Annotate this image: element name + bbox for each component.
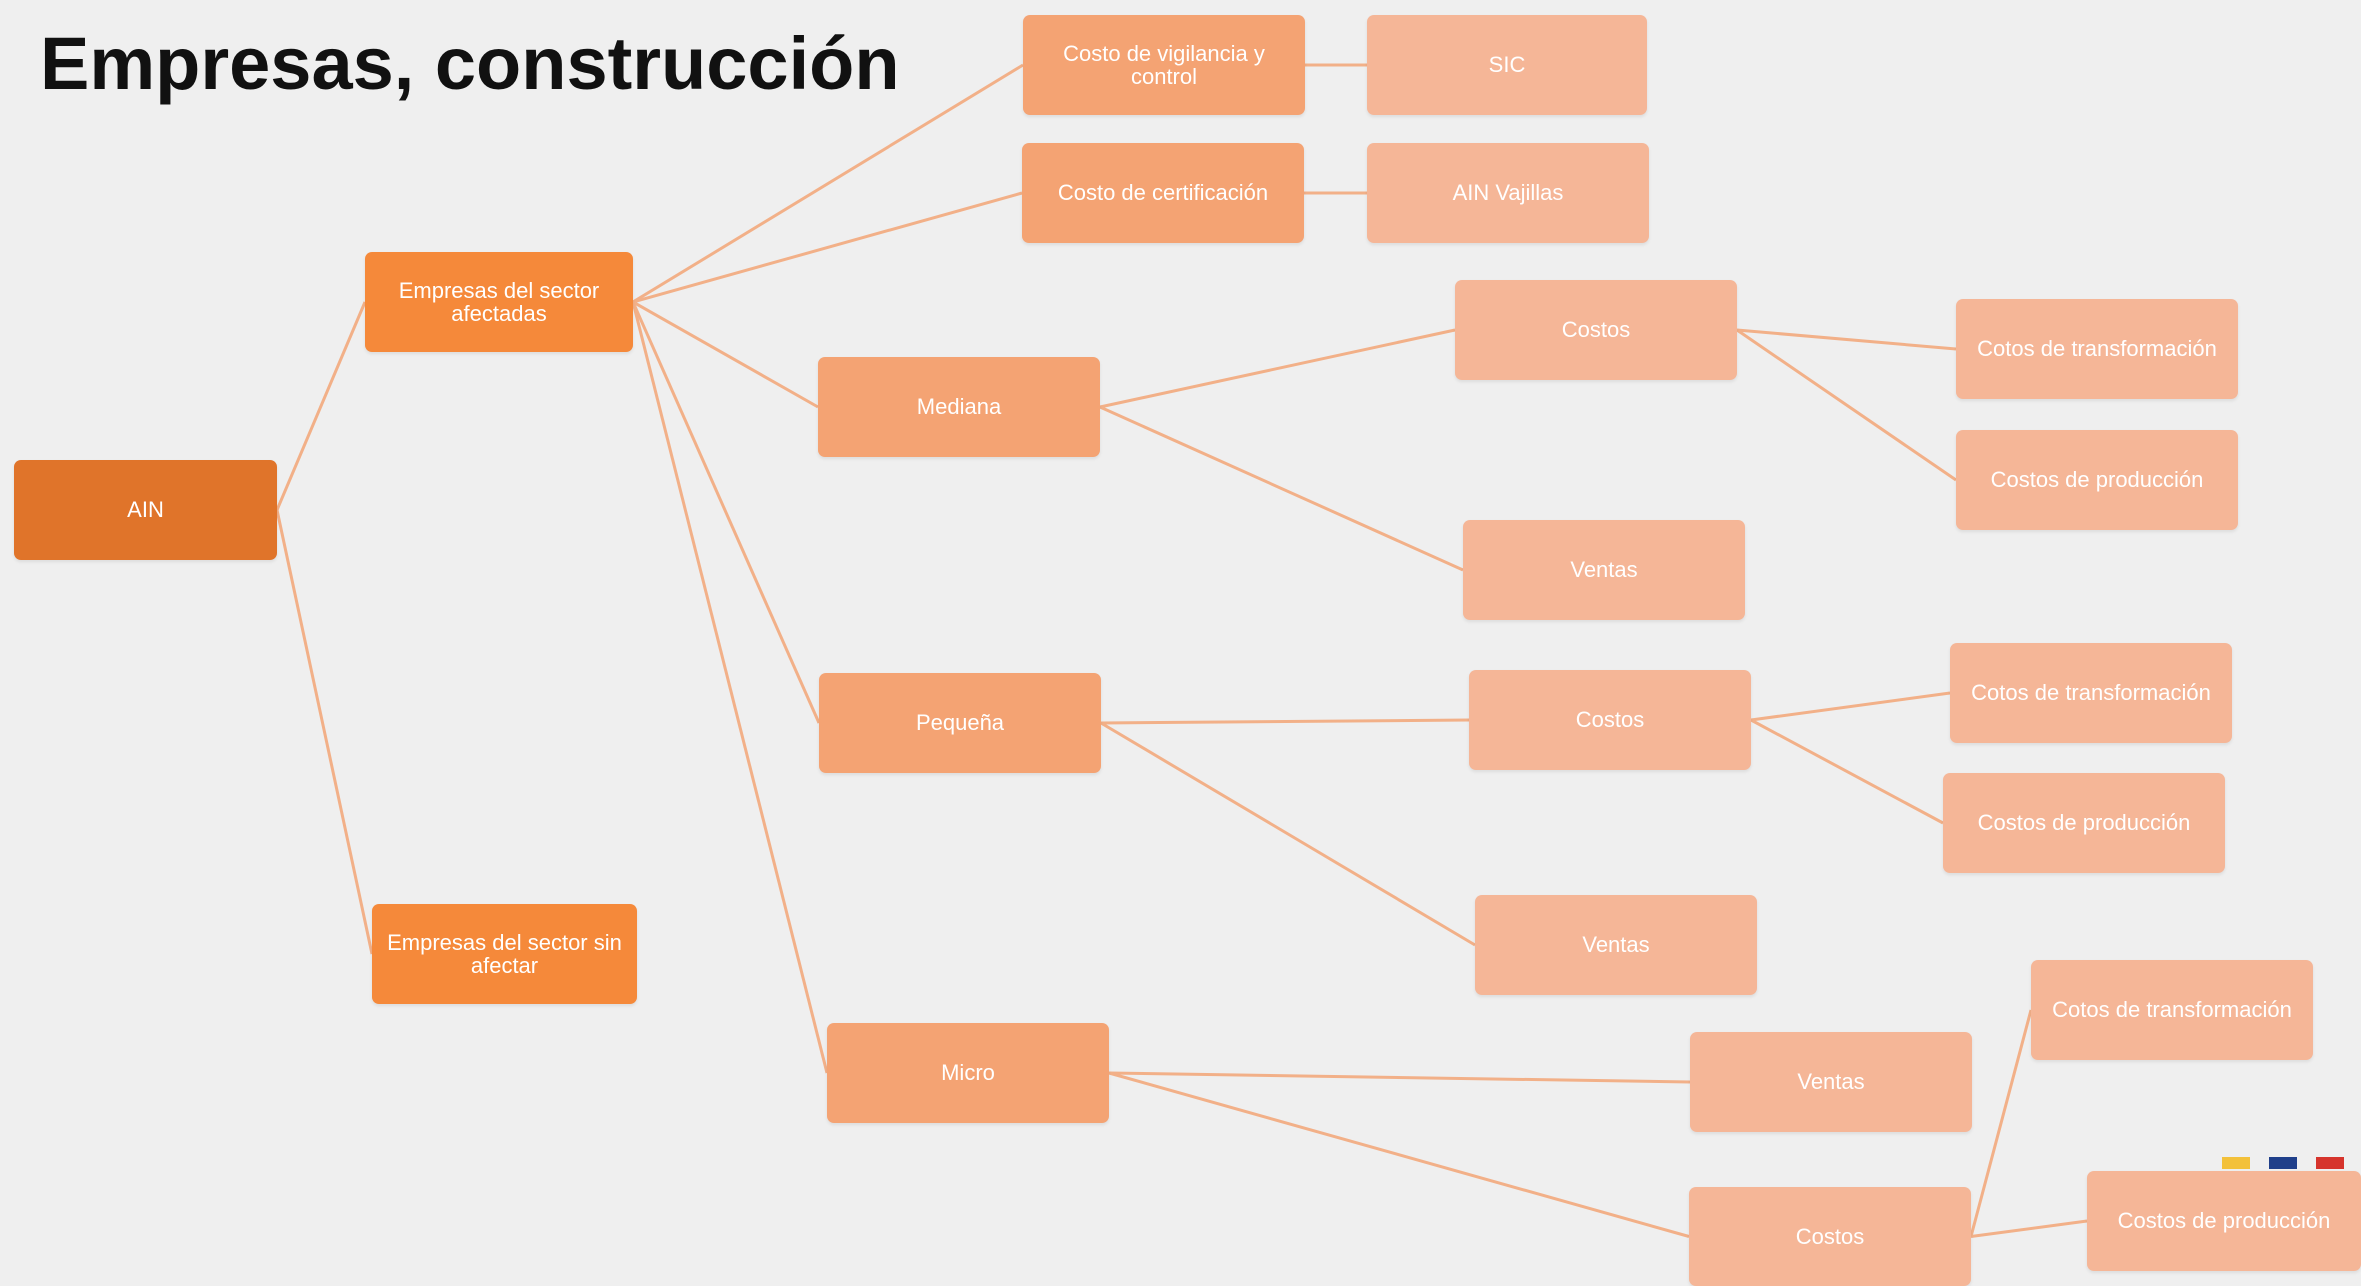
node-micro-transformacion: Cotos de transformación	[2031, 960, 2313, 1060]
node-pequena: Pequeña	[819, 673, 1101, 773]
connector-micro-to-micro-ventas	[1108, 1071, 1691, 1084]
node-mediana-produccion: Costos de producción	[1956, 430, 2238, 530]
connector-afectadas-to-micro	[631, 301, 829, 1074]
logo-bar	[2269, 1157, 2297, 1169]
logo-bar	[2222, 1157, 2250, 1169]
connector-micro-to-micro-costos	[1108, 1071, 1690, 1238]
node-micro-ventas: Ventas	[1690, 1032, 1972, 1132]
page-title: Empresas, construcción	[40, 22, 900, 105]
connector-ain-to-sin-afectar	[275, 509, 374, 955]
node-sic: SIC	[1367, 15, 1647, 115]
connector-ain-to-afectadas	[275, 301, 367, 511]
connector-micro-costos-to-micro-produccion	[1970, 1219, 2088, 1238]
connector-mediana-costos-to-mediana-transformacion	[1736, 328, 1957, 351]
connector-afectadas-to-vigilancia	[632, 63, 1024, 304]
connector-pequena-costos-to-pequena-produccion	[1750, 718, 1944, 825]
connector-afectadas-to-mediana	[632, 300, 819, 409]
connector-pequena-to-pequena-costos	[1100, 718, 1470, 725]
node-ain-vajillas: AIN Vajillas	[1367, 143, 1649, 243]
node-certificacion: Costo de certificación	[1022, 143, 1304, 243]
connector-micro-costos-to-micro-transformacion	[1969, 1009, 2033, 1237]
connector-pequena-costos-to-pequena-transformacion	[1750, 691, 1951, 722]
node-vigilancia: Costo de vigilancia y control	[1023, 15, 1305, 115]
node-mediana-transformacion: Cotos de transformación	[1956, 299, 2238, 399]
logo-color-bars	[2222, 1157, 2361, 1169]
node-sin-afectar: Empresas del sector sin afectar	[372, 904, 637, 1004]
node-pequena-ventas: Ventas	[1475, 895, 1757, 995]
node-micro-costos: Costos	[1689, 1187, 1971, 1286]
node-afectadas: Empresas del sector afectadas	[365, 252, 633, 352]
node-micro-produccion: Costos de producción	[2087, 1171, 2361, 1271]
node-mediana-costos: Costos	[1455, 280, 1737, 380]
node-micro: Micro	[827, 1023, 1109, 1123]
connector-afectadas-to-pequena	[631, 301, 821, 724]
connector-mediana-to-mediana-ventas	[1099, 405, 1464, 572]
connector-afectadas-to-certificacion	[632, 191, 1023, 304]
node-ain: AIN	[14, 460, 277, 560]
connector-pequena-to-pequena-ventas	[1100, 721, 1476, 947]
node-pequena-produccion: Costos de producción	[1943, 773, 2225, 873]
logo-bar	[2316, 1157, 2344, 1169]
node-mediana: Mediana	[818, 357, 1100, 457]
connector-mediana-costos-to-mediana-produccion	[1736, 328, 1957, 482]
node-mediana-ventas: Ventas	[1463, 520, 1745, 620]
connector-mediana-to-mediana-costos	[1099, 328, 1456, 409]
node-pequena-transformacion: Cotos de transformación	[1950, 643, 2232, 743]
node-pequena-costos: Costos	[1469, 670, 1751, 770]
